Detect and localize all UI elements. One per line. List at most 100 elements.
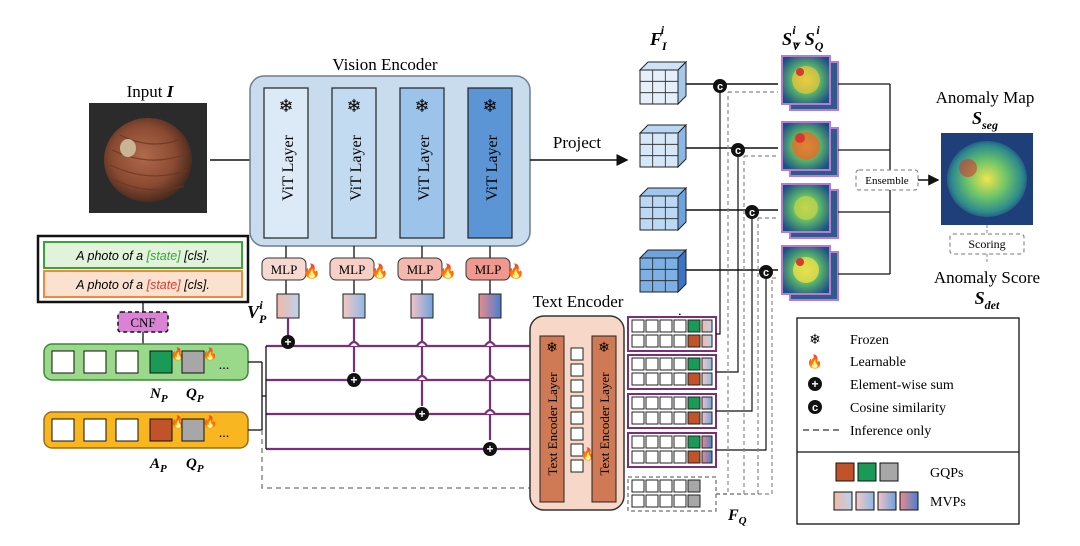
- svg-text:Learnable: Learnable: [850, 355, 906, 370]
- mlp-3: MLP 🔥: [397, 257, 457, 281]
- snowflake-icon: ❄: [598, 339, 610, 355]
- flame-icon: 🔥: [439, 263, 456, 280]
- flame-icon: 🔥: [371, 263, 388, 280]
- mvp-4: [478, 293, 502, 319]
- mvp-1: [276, 293, 300, 319]
- flame-icon: 🔥: [203, 415, 218, 429]
- snowflake-icon: ❄: [414, 96, 429, 116]
- svg-text:+: +: [486, 442, 493, 456]
- sv-sq-label: SVi, SQi: [782, 23, 824, 53]
- ensemble-box: Ensemble: [855, 169, 919, 191]
- text-encoder-layer-1: ❄ Text Encoder Layer: [539, 335, 565, 503]
- cosine-node-icon: c: [731, 143, 745, 157]
- ft-row-3: [627, 393, 717, 429]
- svg-text:c: c: [749, 207, 755, 219]
- scoring-box: Scoring: [949, 233, 1025, 255]
- anomaly-map-symbol: Sseg: [972, 108, 998, 132]
- svg-text:...: ...: [219, 358, 230, 373]
- snowflake-icon: ❄: [346, 96, 361, 116]
- normal-prompt: [43, 241, 243, 269]
- abnormal-token-row: 🔥 🔥 ...: [43, 411, 249, 449]
- svg-text:A photo of a [state] [cls].: A photo of a [state] [cls].: [75, 249, 210, 263]
- cosine-node-icon: c: [745, 205, 759, 219]
- svg-text:Element-wise sum: Element-wise sum: [850, 378, 954, 393]
- fq-inference-links: [716, 91, 778, 495]
- svg-text:c: c: [763, 267, 769, 279]
- query-token-label-2: QP: [186, 456, 204, 475]
- mlp-1: MLP 🔥: [261, 257, 321, 281]
- sum-legend-icon: +: [808, 377, 822, 391]
- text-encoder-layer-2: ❄ Text Encoder Layer: [591, 335, 617, 503]
- ft-row-4: [627, 432, 717, 468]
- mlp-4: MLP 🔥: [465, 257, 525, 281]
- flame-icon: 🔥: [203, 347, 218, 361]
- vit-layer-4: ❄ ViT Layer: [467, 87, 513, 239]
- vp-label: VPi: [247, 298, 267, 326]
- ft-row-2: [627, 354, 717, 390]
- svg-text:...: ...: [219, 426, 230, 441]
- svg-text:Cosine similarity: Cosine similarity: [850, 401, 946, 416]
- svg-text:ViT Layer: ViT Layer: [348, 134, 365, 201]
- similarity-map-stack-2: [781, 121, 839, 177]
- abnormal-token-label: AP: [149, 456, 167, 475]
- svg-text:Scoring: Scoring: [968, 237, 1005, 251]
- snowflake-icon: ❄: [278, 96, 293, 116]
- svg-text:ViT Layer: ViT Layer: [484, 134, 501, 201]
- feature-cube-3: [638, 186, 688, 232]
- cosine-node-icon: c: [759, 265, 773, 279]
- svg-text:+: +: [418, 407, 425, 421]
- cosine-node-icon: c: [713, 79, 727, 93]
- feature-cube-4: [638, 248, 688, 294]
- ft-row-1: [627, 316, 717, 352]
- fq-label: FQ: [727, 507, 747, 527]
- feature-cube-2: [638, 123, 688, 169]
- svg-text:Ensemble: Ensemble: [865, 175, 908, 187]
- sum-node-icon: +: [483, 442, 497, 456]
- svg-text:+: +: [350, 373, 357, 387]
- feature-cube-1: [638, 60, 688, 106]
- sum-node-icon: +: [415, 407, 429, 421]
- anomaly-score-title: Anomaly Score: [934, 268, 1040, 287]
- svg-text:MLP: MLP: [407, 262, 434, 277]
- flame-icon: 🔥: [303, 263, 320, 280]
- legend: ❄ Frozen 🔥 Learnable + Element-wise sum …: [796, 317, 1020, 525]
- text-encoder-title: Text Encoder: [533, 292, 624, 311]
- sum-node-icon: +: [347, 373, 361, 387]
- layer-to-mlp-links: [285, 246, 491, 294]
- mlp-2: MLP 🔥: [329, 257, 389, 281]
- vit-layer-3: ❄ ViT Layer: [399, 87, 445, 239]
- vit-layer-2: ❄ ViT Layer: [331, 87, 377, 239]
- svg-text:c: c: [812, 402, 818, 414]
- svg-text:ViT Layer: ViT Layer: [280, 134, 297, 201]
- svg-text:Text Encoder Layer: Text Encoder Layer: [545, 372, 560, 476]
- mvp-connection-lines: [266, 318, 530, 451]
- svg-text:MLP: MLP: [271, 262, 298, 277]
- input-label: Input I: [127, 82, 175, 101]
- svg-text:c: c: [717, 81, 723, 93]
- flame-icon: 🔥: [807, 354, 823, 369]
- snowflake-icon: ❄: [482, 96, 497, 116]
- svg-text:+: +: [811, 377, 818, 391]
- svg-text:+: +: [284, 335, 291, 349]
- query-token-label-1: QP: [186, 386, 204, 405]
- svg-text:CNF: CNF: [130, 315, 155, 330]
- similarity-map-stack-4: [781, 245, 839, 301]
- vision-encoder-box: [249, 75, 531, 247]
- svg-text:ViT Layer: ViT Layer: [416, 134, 433, 201]
- line-hops: [348, 340, 496, 415]
- normal-token-label: NP: [149, 386, 168, 405]
- svg-text:A photo of a [state] [cls].: A photo of a [state] [cls].: [75, 278, 210, 292]
- snowflake-icon: ❄: [546, 339, 558, 355]
- inference-path-bottom: [261, 430, 611, 489]
- svg-text:Frozen: Frozen: [850, 333, 889, 348]
- svg-text:MLP: MLP: [475, 262, 502, 277]
- fi-label: FIi: [649, 23, 668, 53]
- similarity-map-stack-3: [781, 183, 839, 239]
- similarity-map-stack-1: [781, 55, 839, 111]
- normal-token-row: 🔥 🔥 ...: [43, 343, 249, 381]
- cosine-legend-icon: c: [808, 400, 822, 414]
- cube-to-map-links: [686, 83, 778, 271]
- sum-node-icon: +: [281, 335, 295, 349]
- svg-text:MVPs: MVPs: [930, 495, 966, 510]
